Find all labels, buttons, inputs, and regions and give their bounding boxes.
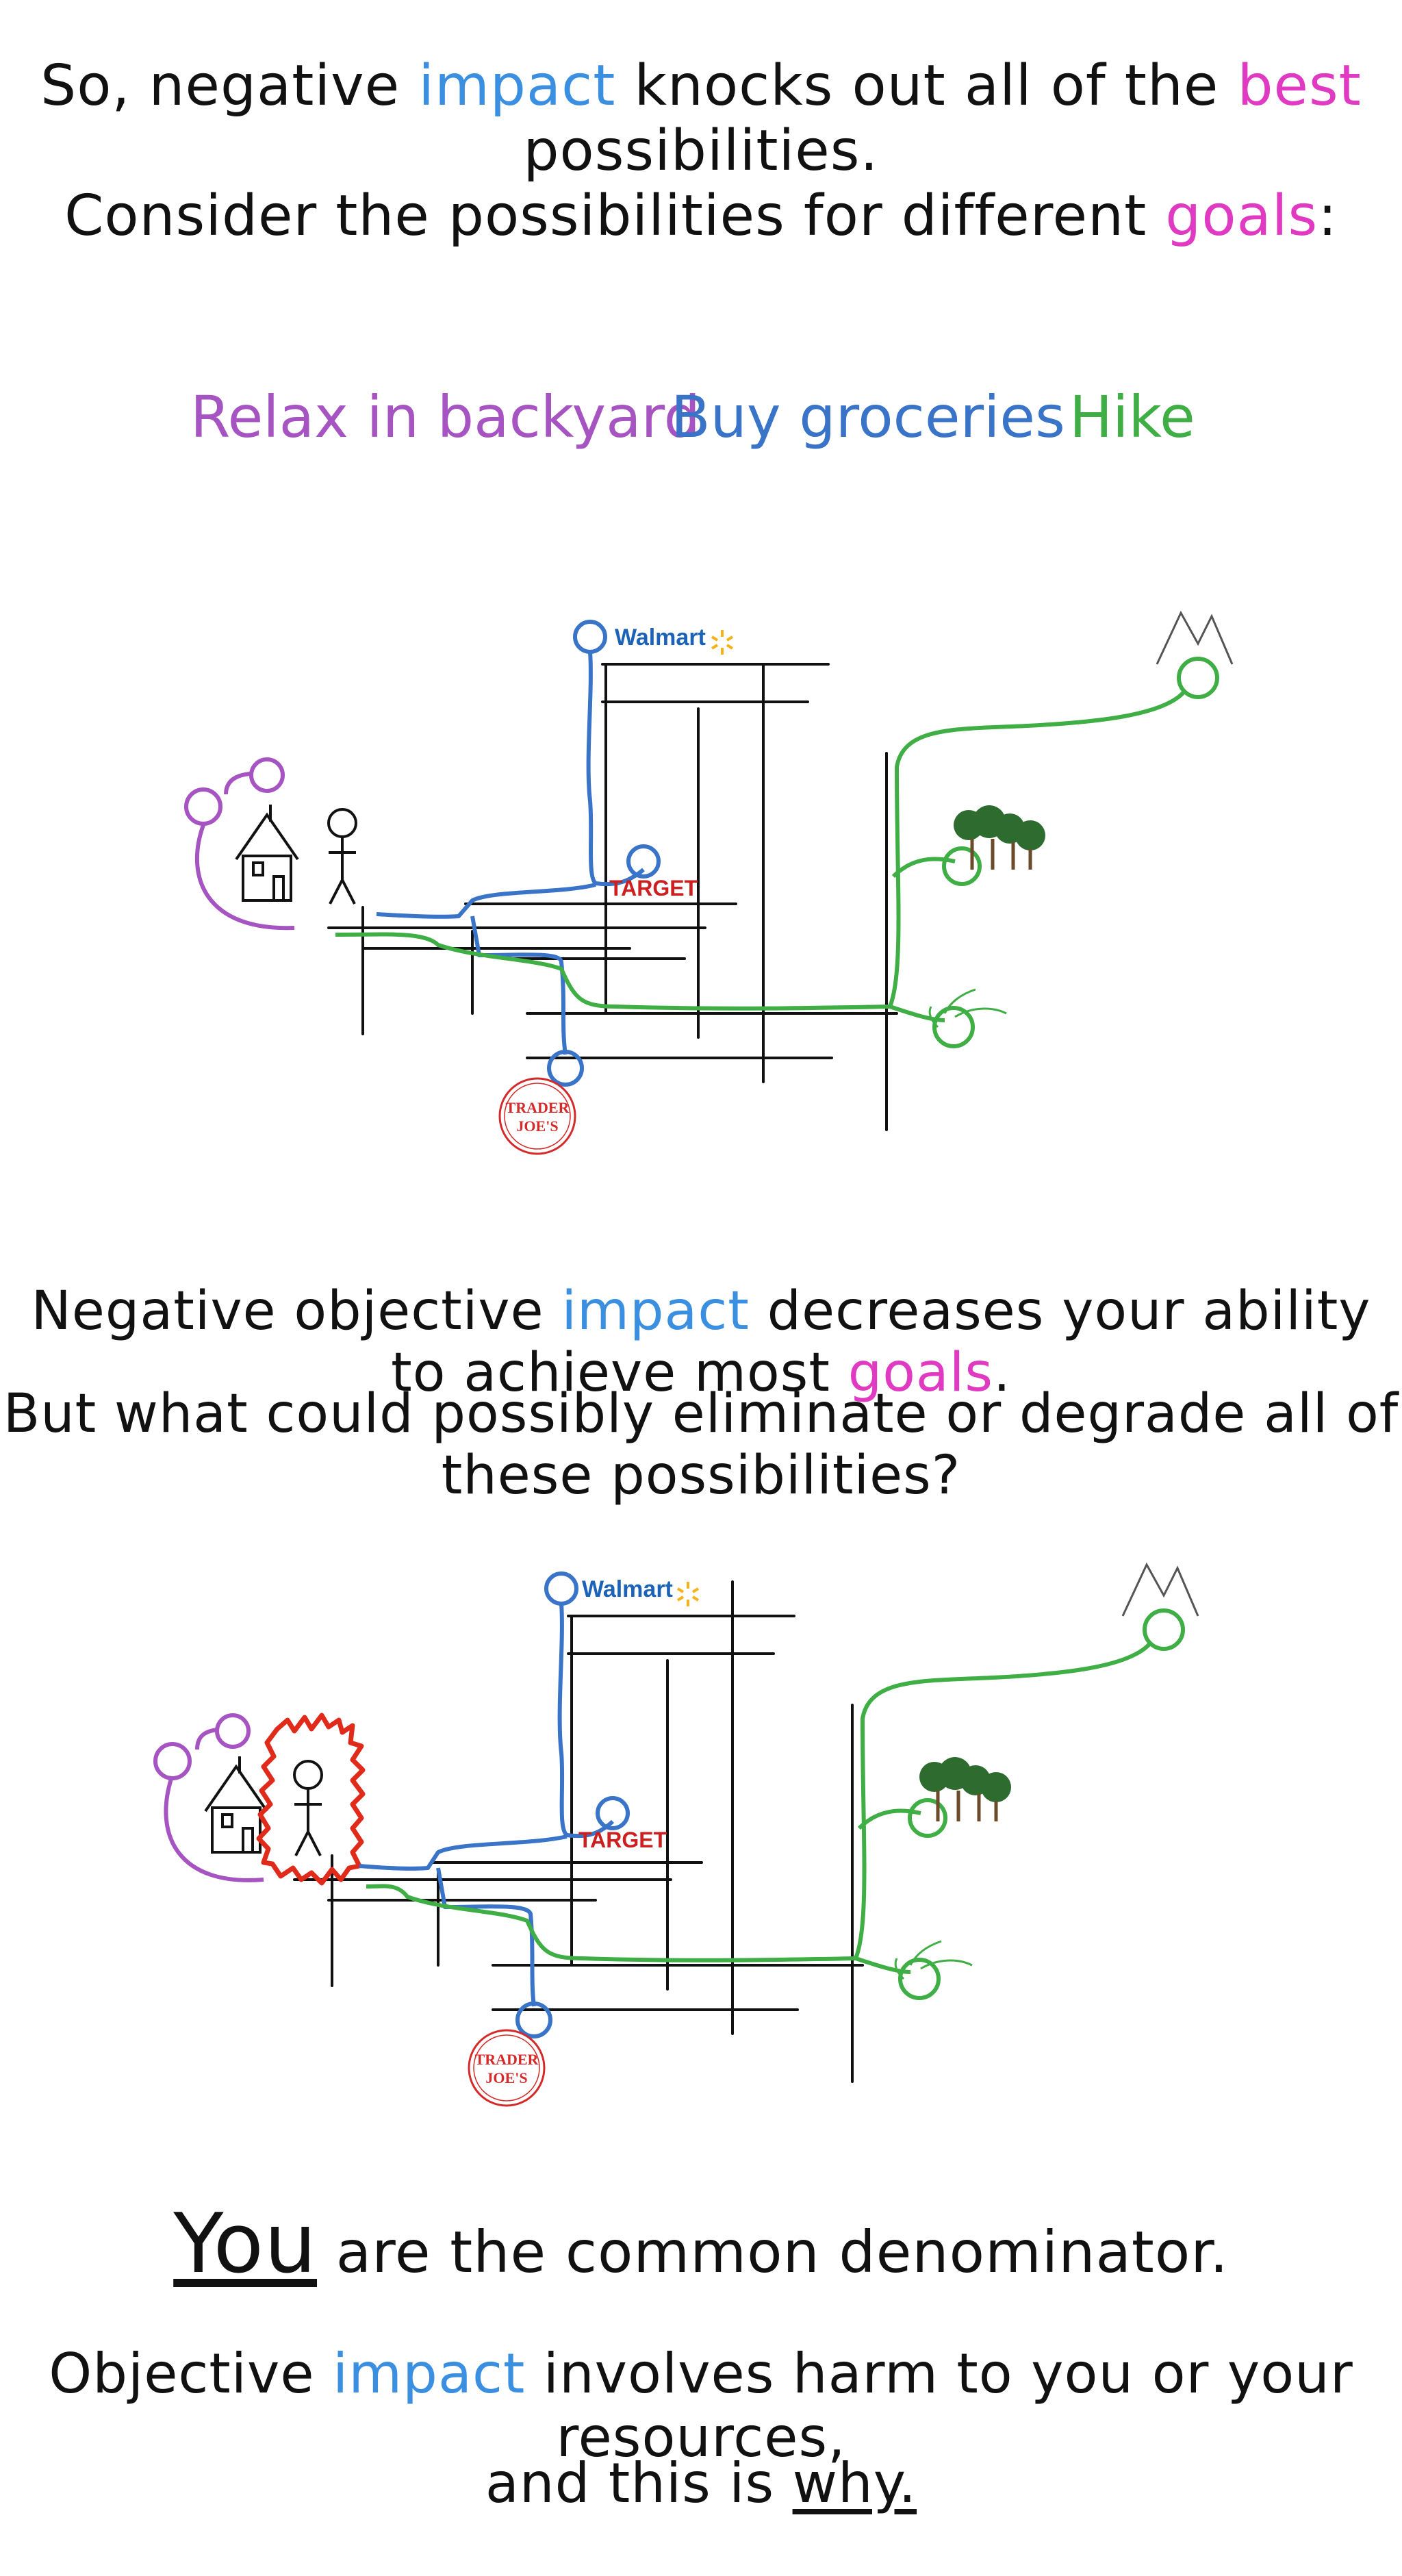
goals-word: goals [847, 1342, 994, 1404]
middle-line-1: Negative objective impact decreases your… [0, 1280, 1402, 1404]
bottom-line-1-rest: are the common denominator. [317, 2219, 1229, 2286]
hike-path [335, 657, 1219, 1048]
impact-word: impact [418, 53, 616, 118]
trees-icon [919, 1757, 1011, 1821]
bottom-line-1: You are the common denominator. [0, 2197, 1402, 2292]
stick-figure-icon [293, 1760, 323, 1856]
middle-line-1-b: decreases your ability to achieve most [391, 1280, 1371, 1404]
intro-line-2: Consider the possibilities for different… [0, 184, 1402, 249]
grass-icon [928, 988, 1007, 1028]
impact-word: impact [333, 2342, 526, 2405]
mountain-icon [1121, 1562, 1199, 1617]
intro-line-1-a: So, negative [40, 53, 419, 118]
goals-word: goals [1165, 184, 1318, 249]
harm-scribble [256, 1713, 366, 1886]
relax-path [184, 757, 295, 931]
stick-figure-icon [327, 808, 357, 905]
impact-word: impact [561, 1280, 750, 1342]
walmart-logo: Walmart [582, 1576, 673, 1602]
traderjoes-logo-line-1: TRADER [475, 2051, 539, 2068]
mountain-icon [1156, 610, 1234, 665]
house-icon [235, 805, 299, 902]
bottom-line-2-a: Objective [49, 2342, 333, 2405]
intro-line-1-c: possibilities. [523, 118, 879, 184]
bottom-line-2: Objective impact involves harm to you or… [0, 2342, 1402, 2469]
hike-path [366, 1608, 1185, 2000]
traderjoes-logo-line-2: JOE'S [485, 2069, 527, 2086]
bottom-line-3-a: and this is [485, 2451, 793, 2515]
middle-line-2: But what could possibly eliminate or deg… [3, 1383, 1399, 1506]
intro-line-1-b: knocks out all of the [615, 53, 1238, 118]
middle-line-1-c: . [993, 1342, 1011, 1404]
target-logo: TARGET [578, 1828, 667, 1852]
intro-line-2-a: Consider the possibilities for different [64, 184, 1166, 249]
goal-hike-label: Hike [1069, 383, 1195, 451]
goal-relax-label: Relax in backyard [190, 383, 700, 451]
traderjoes-logo: TRADER JOE'S [468, 2029, 546, 2107]
possibilities-map-2: Walmart TARGET TRADER JOE'S [153, 1562, 1199, 2107]
possibilities-map-1: Walmart TARGET TRADER JOE'S [184, 610, 1234, 1155]
groceries-path [359, 1571, 630, 2038]
middle-line-1-a: Negative objective [31, 1280, 562, 1342]
traderjoes-logo: TRADER JOE'S [498, 1077, 576, 1155]
house-icon [204, 1756, 268, 1854]
traderjoes-logo-line-2: JOE'S [516, 1117, 558, 1135]
trees-icon [954, 805, 1045, 870]
bottom-line-2-b: involves harm to you or your resources, [525, 2342, 1353, 2469]
why-word: why. [792, 2451, 917, 2515]
bottom-line-3: and this is why. [0, 2451, 1402, 2515]
traderjoes-logo-line-1: TRADER [506, 1099, 570, 1116]
intro-line-2-b: : [1318, 184, 1338, 249]
target-logo: TARGET [609, 876, 698, 900]
relax-path [153, 1713, 264, 1882]
goal-groceries-label: Buy groceries [671, 383, 1065, 451]
walmart-spark-icon [711, 630, 734, 655]
walmart-spark-icon [676, 1582, 700, 1606]
intro-line-1: So, negative impact knocks out all of th… [0, 53, 1402, 184]
groceries-path [376, 620, 661, 1087]
best-word: best [1237, 53, 1362, 118]
you-word: You [173, 2197, 318, 2292]
walmart-logo: Walmart [615, 624, 706, 651]
grass-icon [894, 1940, 973, 1980]
